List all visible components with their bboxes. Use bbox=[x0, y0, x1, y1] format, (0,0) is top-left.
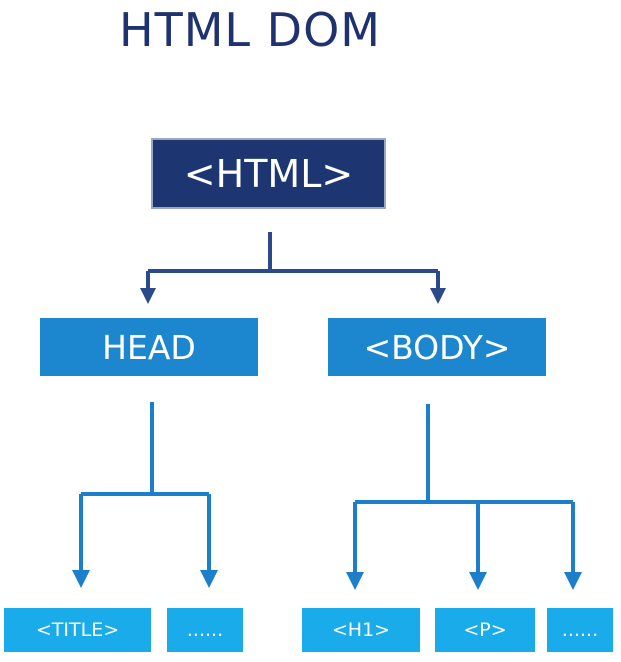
root-connector bbox=[146, 232, 440, 290]
title-leaf-node: <TITLE> bbox=[4, 608, 151, 652]
arrowhead-to-body bbox=[430, 288, 446, 304]
body-more-leaf-node: ...... bbox=[547, 608, 613, 652]
p-leaf-label: <P> bbox=[463, 619, 507, 641]
arrowhead-to-p bbox=[469, 572, 487, 590]
arrowhead-to-h1 bbox=[346, 572, 364, 590]
head-more-leaf-node: ...... bbox=[167, 608, 243, 652]
head-label: HEAD bbox=[102, 327, 196, 367]
arrowhead-to-title bbox=[72, 570, 90, 588]
h1-leaf-node: <H1> bbox=[302, 608, 420, 652]
head-connector bbox=[79, 402, 211, 572]
arrowhead-to-head bbox=[140, 288, 156, 304]
head-node: HEAD bbox=[40, 318, 258, 376]
p-leaf-node: <P> bbox=[435, 608, 535, 652]
h1-leaf-label: <H1> bbox=[331, 619, 391, 641]
diagram-title: HTML DOM bbox=[119, 3, 381, 57]
body-more-leaf-label: ...... bbox=[561, 619, 599, 641]
head-more-leaf-label: ...... bbox=[186, 619, 224, 641]
body-node: <BODY> bbox=[328, 318, 546, 376]
body-label: <BODY> bbox=[363, 327, 511, 367]
title-leaf-label: <TITLE> bbox=[35, 619, 120, 641]
arrowhead-to-head-more bbox=[200, 570, 218, 588]
html-root-node: <HTML> bbox=[151, 138, 386, 209]
body-connector bbox=[353, 404, 575, 574]
html-root-label: <HTML> bbox=[183, 151, 354, 196]
arrowhead-to-body-more bbox=[564, 572, 582, 590]
